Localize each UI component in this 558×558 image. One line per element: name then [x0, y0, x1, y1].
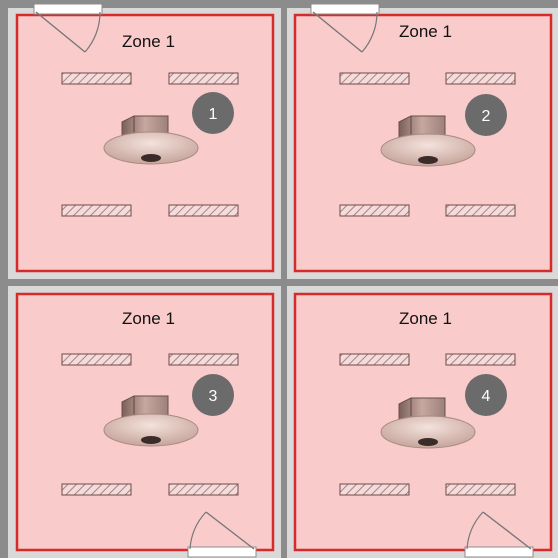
room-1-zone — [15, 13, 275, 273]
room-1-zone-label: Zone 1 — [122, 32, 175, 51]
room-2-door-leaf — [312, 11, 363, 53]
room-4-light-fixture-2 — [445, 353, 516, 366]
room-2-badge-label: 2 — [482, 108, 491, 125]
room-1-door-leaf — [35, 11, 86, 53]
room-1-door-swing-icon — [84, 11, 101, 53]
room-4-light-fixture-1 — [339, 353, 410, 366]
room-1-badge — [192, 92, 234, 134]
ceiling-sensor-icon — [103, 395, 199, 447]
room-1-door-opening — [33, 3, 103, 15]
room-3-light-fixture-1 — [61, 353, 132, 366]
room-1-light-fixture-2 — [168, 72, 239, 85]
room-3-light-fixture-4 — [168, 483, 239, 496]
room-2-light-fixture-2 — [445, 72, 516, 85]
room-4-door-opening — [464, 546, 534, 558]
room-4-badge-label: 4 — [482, 388, 491, 405]
room-2-door-opening — [310, 3, 380, 15]
room-2: Zone 1 2 — [287, 3, 558, 279]
room-3-door-leaf — [205, 511, 255, 550]
room-1-light-fixture-4 — [168, 204, 239, 217]
room-4-door-leaf — [482, 511, 532, 550]
room-2-badge — [465, 94, 507, 136]
room-4-zone-label: Zone 1 — [399, 309, 452, 328]
room-4-light-fixture-4 — [445, 483, 516, 496]
room-3-door-swing-icon — [189, 511, 207, 550]
room-2-light-fixture-4 — [445, 204, 516, 217]
ceiling-sensor-icon — [103, 115, 199, 165]
room-3-badge-label: 3 — [209, 388, 218, 405]
room-1: Zone 1 1 — [8, 3, 281, 279]
ceiling-sensor-icon — [380, 115, 476, 167]
room-1-badge-label: 1 — [209, 106, 218, 123]
room-3-light-fixture-3 — [61, 483, 132, 496]
room-3-badge — [192, 374, 234, 416]
room-4-door-swing-icon — [466, 511, 484, 550]
room-4: Zone 1 4 — [287, 286, 558, 558]
room-3: Zone 1 3 — [8, 286, 281, 558]
room-4-light-fixture-3 — [339, 483, 410, 496]
room-3-zone-label: Zone 1 — [122, 309, 175, 328]
room-3-door-opening — [187, 546, 257, 558]
room-4-badge — [465, 374, 507, 416]
room-3-light-fixture-2 — [168, 353, 239, 366]
room-1-light-fixture-3 — [61, 204, 132, 217]
room-2-light-fixture-3 — [339, 204, 410, 217]
room-2-light-fixture-1 — [339, 72, 410, 85]
room-2-zone-label: Zone 1 — [399, 22, 452, 41]
ceiling-sensor-icon — [380, 397, 476, 449]
room-2-door-swing-icon — [361, 11, 378, 53]
room-1-light-fixture-1 — [61, 72, 132, 85]
